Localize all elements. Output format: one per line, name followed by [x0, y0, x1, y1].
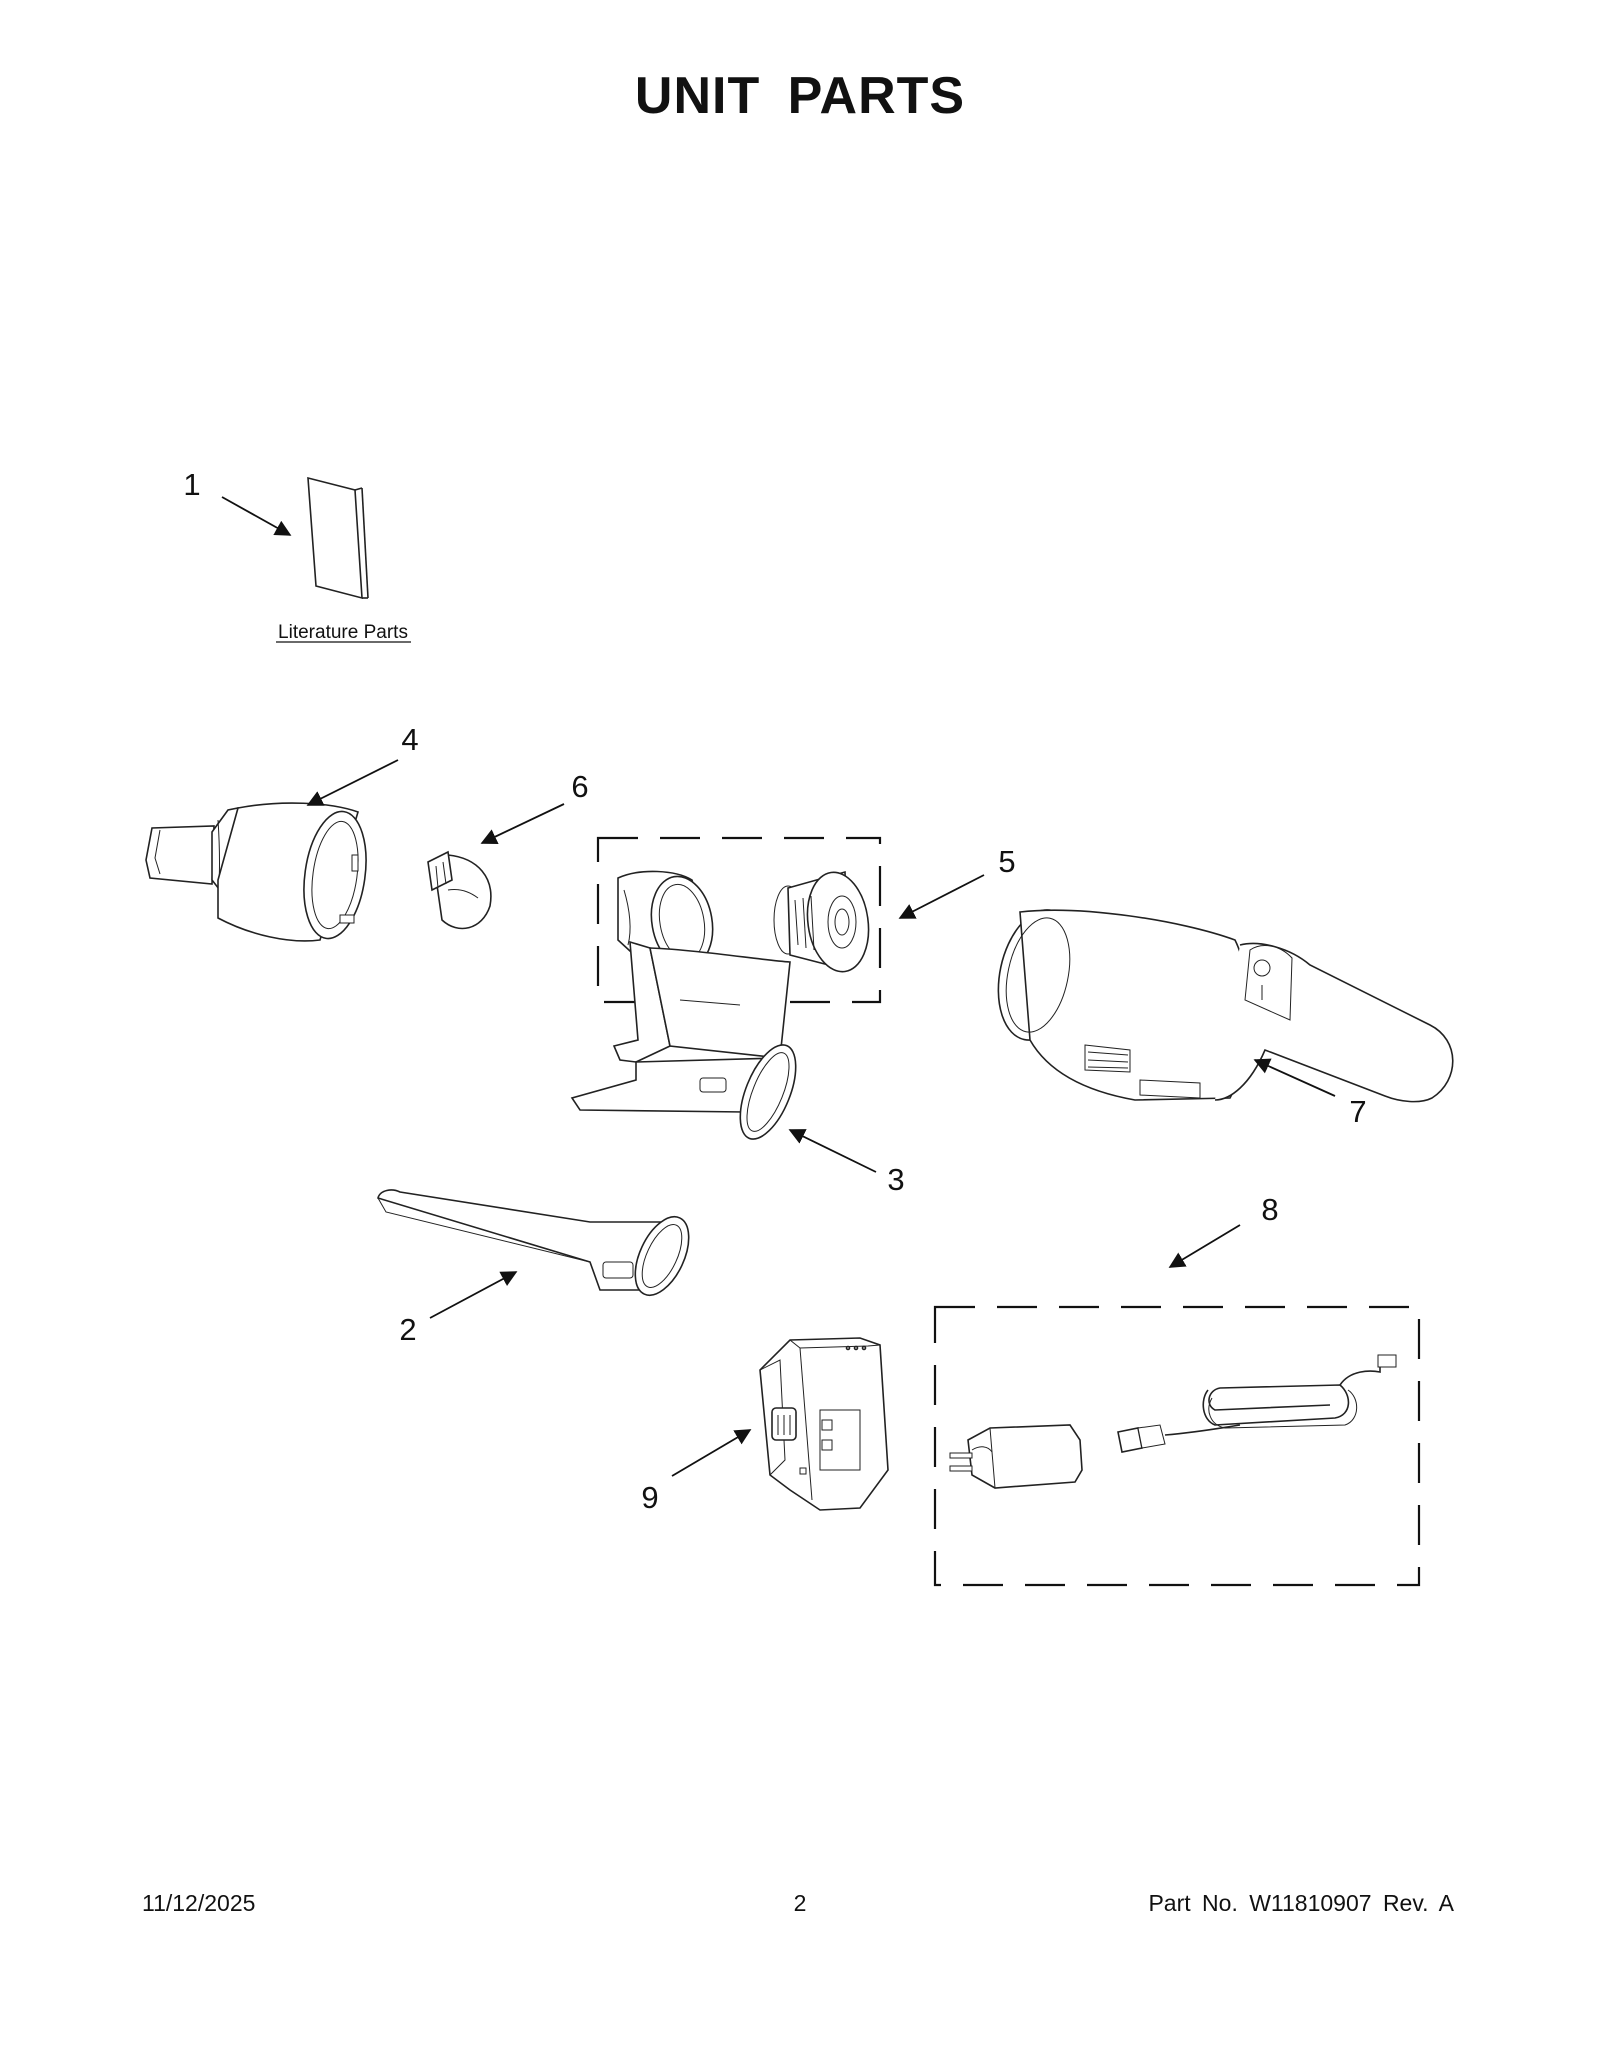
handheld-vacuum-body	[997, 909, 1454, 1103]
callout-1: 1	[183, 467, 200, 502]
callout-5: 5	[998, 844, 1015, 879]
leader-1	[221, 496, 292, 536]
leader-7	[1253, 1058, 1336, 1097]
callout-6: 6	[571, 769, 588, 804]
usb-charging-cable	[1117, 1354, 1397, 1453]
leader-9	[671, 1429, 752, 1477]
dust-bin-nozzle	[145, 802, 367, 942]
callout-4: 4	[401, 722, 418, 757]
footer-date: 11/12/2025	[142, 1890, 256, 1916]
callout-7: 7	[1349, 1094, 1366, 1129]
literature-caption: Literature Parts	[278, 622, 408, 643]
charger-kit-group-box	[933, 1305, 1421, 1587]
usb-wall-adapter	[949, 1424, 1083, 1489]
leader-6	[480, 803, 565, 845]
callout-2: 2	[399, 1312, 416, 1347]
leader-3	[788, 1129, 877, 1173]
battery-pack	[759, 1337, 889, 1511]
page-title: UNIT PARTS	[634, 67, 966, 125]
upholstery-tool	[570, 940, 797, 1140]
callout-9: 9	[641, 1480, 658, 1515]
leader-2	[429, 1271, 518, 1319]
filter-clip	[427, 850, 492, 930]
leader-8	[1168, 1224, 1241, 1268]
crevice-tool	[377, 1189, 690, 1296]
cone-filter	[773, 870, 870, 973]
footer-page-number: 2	[793, 1890, 807, 1916]
callout-8: 8	[1261, 1192, 1278, 1227]
footer-part-number: Part No. W11810907 Rev. A	[1148, 1890, 1454, 1916]
literature-booklet	[307, 476, 369, 600]
leader-4	[306, 759, 399, 806]
callout-3: 3	[887, 1162, 904, 1197]
leader-5	[898, 874, 985, 919]
